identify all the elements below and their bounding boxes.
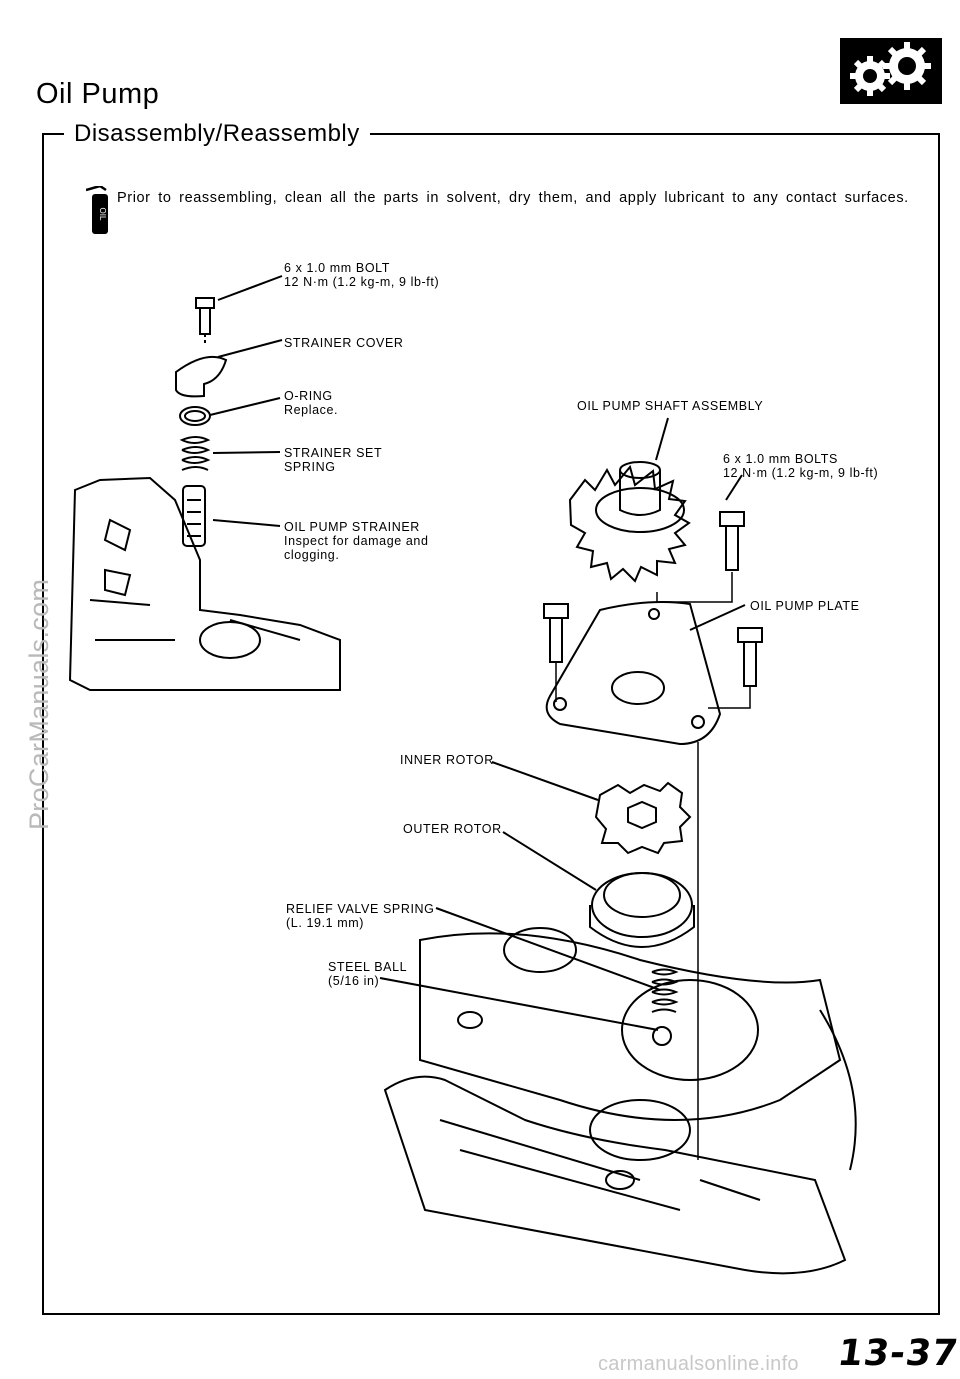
svg-text:OIL: OIL [98, 208, 107, 221]
leader-outer-rotor [502, 831, 597, 891]
o-ring-part [179, 406, 211, 426]
frame-top-right [356, 133, 940, 135]
relief-spring-part [651, 968, 679, 1013]
inner-rotor-part [594, 781, 692, 855]
section-frame [42, 133, 940, 1315]
housing-left-part [68, 476, 341, 691]
leader-plate [689, 604, 746, 631]
leader-bolt [217, 275, 283, 301]
footer-watermark: carmanualsonline.info [598, 1353, 799, 1375]
leader-strainer-cover [217, 339, 283, 358]
plate-bolt-right [737, 627, 763, 687]
oil-pump-plate-part [545, 601, 722, 746]
label-inner-rotor: INNER ROTOR [400, 753, 494, 767]
label-outer-rotor: OUTER ROTOR [403, 822, 502, 836]
strainer-cover-part [175, 356, 228, 398]
label-relief-valve-spring: RELIEF VALVE SPRING(L. 19.1 mm) [286, 902, 435, 930]
label-oil-pump-plate: OIL PUMP PLATE [750, 599, 860, 613]
spring-part [179, 436, 211, 471]
leader-strainer [212, 519, 281, 527]
page-number: 13-37 [835, 1333, 960, 1374]
gear-logo-icon [840, 38, 942, 104]
transmission-case-part [383, 1075, 847, 1275]
leader-o-ring [209, 397, 281, 416]
plate-bolt-right-top [719, 511, 745, 571]
oil-can-icon: OIL [85, 184, 108, 234]
shaft-gear-part [568, 464, 691, 583]
leader-relief-spring [435, 907, 661, 991]
leader-shaft [655, 417, 669, 461]
label-shaft-assembly: OIL PUMP SHAFT ASSEMBLY [577, 399, 764, 413]
leader-strainer-spring [212, 451, 281, 454]
plate-bolt-left [543, 603, 569, 663]
label-steel-ball: STEEL BALL(5/16 in) [328, 960, 408, 988]
bolt-part [195, 297, 215, 335]
page-title: Oil Pump [36, 78, 160, 110]
leader-steel-ball [379, 977, 659, 1031]
steel-ball-part [652, 1026, 672, 1046]
frame-top-left [42, 133, 64, 135]
side-watermark: ProCarManuals.com [24, 578, 54, 830]
instruction-text: Prior to reassembling, clean all the par… [117, 190, 909, 206]
leader-inner-rotor [491, 761, 599, 801]
label-strainer-cover: STRAINER COVER [284, 336, 404, 350]
leader-bolts [725, 474, 743, 501]
section-title: Disassembly/Reassembly [64, 120, 370, 148]
